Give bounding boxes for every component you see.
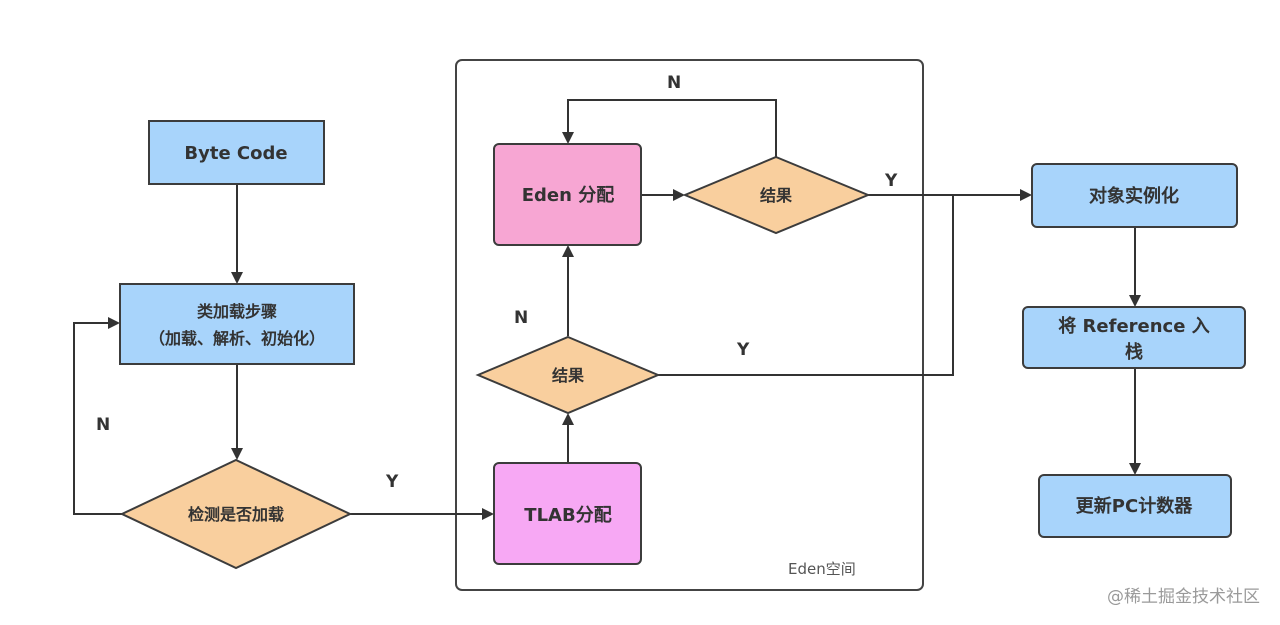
node-check-loaded-label: 检测是否加载 — [188, 505, 284, 524]
node-eden-alloc-label: Eden 分配 — [522, 185, 614, 206]
eden-space-label: Eden空间 — [788, 560, 856, 578]
node-byte-code-label: Byte Code — [184, 143, 287, 164]
node-tlab-alloc-label: TLAB分配 — [524, 505, 611, 526]
node-result-eden-label: 结果 — [759, 186, 792, 205]
edge-eden-result-no — [562, 99, 777, 157]
node-eden-alloc — [493, 143, 642, 246]
connectors — [73, 99, 1141, 520]
edge-tlab-result-yes — [658, 195, 954, 376]
node-update-pc-label: 更新PC计数器 — [1076, 495, 1193, 517]
node-result-tlab — [475, 335, 661, 415]
node-object-instantiate — [1031, 163, 1238, 228]
node-object-instantiate-label: 对象实例化 — [1089, 185, 1179, 207]
edge-label-tlab-no: N — [514, 308, 528, 328]
eden-space-region — [455, 59, 924, 591]
node-byte-code — [148, 120, 325, 185]
node-push-reference — [1022, 306, 1246, 369]
edge-label-eden-yes: Y — [884, 171, 898, 191]
node-result-eden — [682, 155, 871, 235]
node-result-tlab-label: 结果 — [551, 366, 584, 385]
node-class-loading-label-2: （加载、解析、初始化） — [149, 329, 325, 348]
node-class-loading-label-1: 类加载步骤 — [197, 302, 277, 321]
edge-label-check-yes: Y — [385, 472, 399, 492]
node-class-loading — [119, 283, 355, 365]
node-tlab-alloc — [493, 462, 642, 565]
node-push-reference-label-2: 栈 — [1125, 341, 1143, 363]
edge-label-check-no: N — [96, 415, 110, 435]
node-check-loaded — [119, 458, 353, 570]
edge-check-no — [73, 317, 122, 515]
watermark: @稀土掘金技术社区 — [1107, 587, 1260, 607]
edge-label-eden-no: N — [667, 73, 681, 93]
edge-label-tlab-yes: Y — [736, 340, 750, 360]
node-push-reference-label-1: 将 Reference 入 — [1058, 315, 1209, 337]
node-update-pc — [1038, 474, 1232, 538]
